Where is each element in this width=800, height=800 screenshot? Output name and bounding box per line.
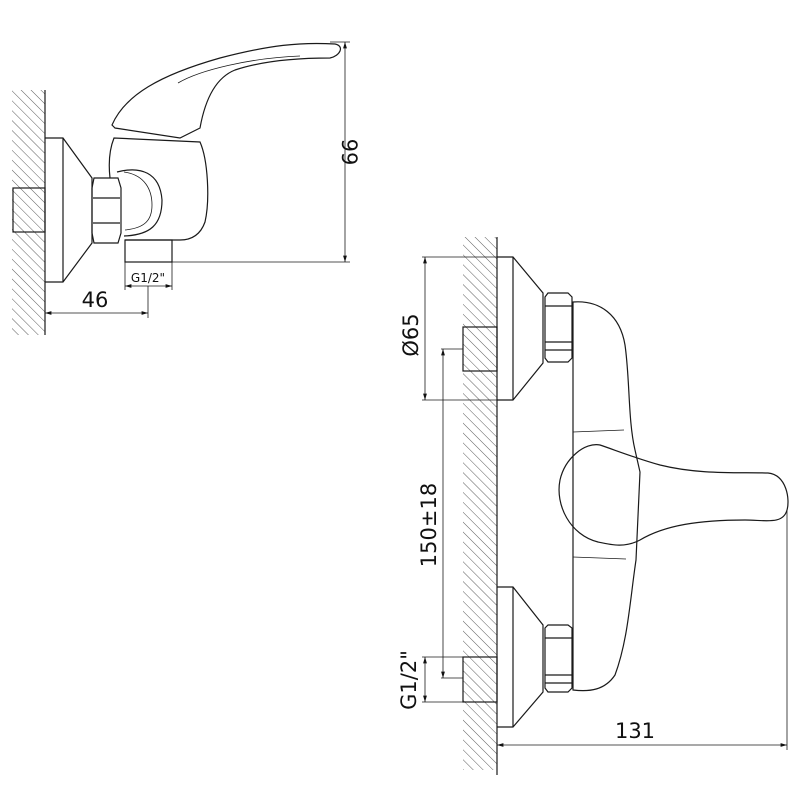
center-distance-label: 150±18 bbox=[417, 483, 441, 567]
side-view: 99 G1/2" 46 bbox=[12, 41, 361, 335]
wall-hatch bbox=[12, 90, 45, 335]
height-dimension-label: 99 bbox=[337, 139, 361, 166]
wall-flange bbox=[45, 137, 93, 283]
union-nut bbox=[91, 177, 122, 244]
lower-flange bbox=[497, 586, 544, 728]
mixer-body bbox=[572, 301, 641, 692]
upper-flange bbox=[497, 256, 544, 401]
wall-hatch bbox=[463, 237, 497, 770]
inlet-pipe bbox=[12, 187, 46, 233]
inlet-thread-label: G1/2" bbox=[397, 650, 421, 710]
outlet-thread-label: G1/2" bbox=[131, 271, 165, 285]
upper-nut bbox=[544, 292, 573, 363]
body-seam-lower bbox=[572, 556, 627, 560]
body-seam-upper bbox=[572, 429, 625, 433]
lever-crease bbox=[177, 55, 301, 84]
mixer-body bbox=[108, 137, 209, 241]
lower-inlet-pipe bbox=[462, 656, 498, 703]
lever-handle bbox=[111, 42, 342, 139]
lever-handle bbox=[558, 444, 789, 546]
projection-dimension-label: 131 bbox=[615, 719, 655, 743]
wall-offset-dimension-label: 46 bbox=[82, 288, 109, 312]
body-recess bbox=[123, 171, 153, 231]
flange-diameter-label: Ø65 bbox=[399, 313, 423, 356]
lower-nut bbox=[544, 624, 573, 693]
outlet-thread bbox=[124, 239, 173, 263]
front-view: Ø65 150±18 G1/2" 131 bbox=[397, 237, 789, 775]
